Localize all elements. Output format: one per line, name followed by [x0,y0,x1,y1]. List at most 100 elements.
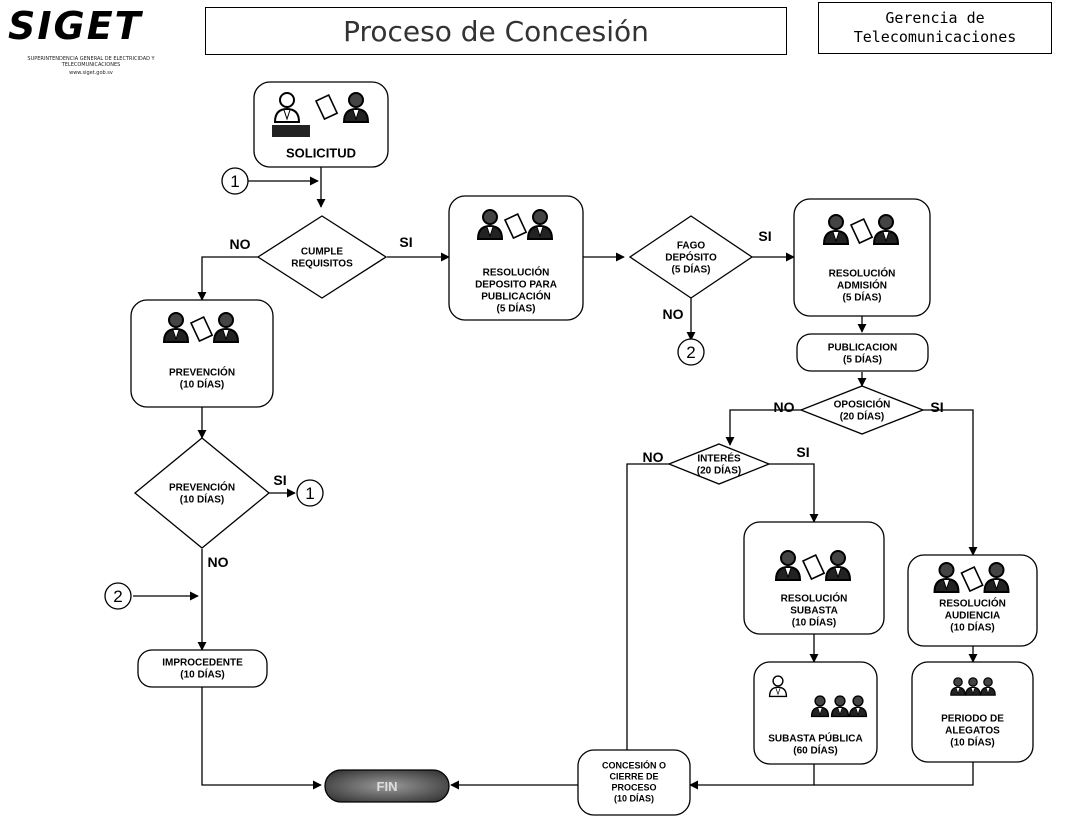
edge-label-si: SI [758,228,771,244]
edge-label-no: NO [663,306,684,322]
document-icon [960,566,984,593]
connector-label: 1 [230,172,239,191]
edge-label-no: NO [230,236,251,252]
node-subasta_publica: SUBASTA PÚBLICA(60 DÍAS) [753,661,878,765]
connector-shape [677,338,705,366]
connector-1: 1 [296,479,324,507]
flow-arrow [197,256,259,301]
logo-url: www.siget.gob.sv [69,70,113,76]
connector-label: 1 [305,484,314,503]
person-icon [526,209,554,240]
person-icon [476,209,504,240]
page-title-text: Proceso de Concesión [343,14,649,48]
person-icon [933,562,960,593]
node-fin: FIN [324,769,450,803]
computer-icon [272,125,310,137]
node-label: SOLICITUD [286,146,356,161]
person-icon [273,92,301,123]
node-shape [793,198,931,317]
decision-label: PREVENCIÓN(10 DÍAS) [169,481,235,506]
edge-label-si: SI [273,472,286,488]
edge-label-si: SI [399,234,412,250]
person-icon [768,675,788,698]
connector-2: 2 [104,582,132,610]
person-icon [342,92,370,123]
edge-label-no: NO [643,449,664,465]
node-shape [911,661,1034,763]
flow-arrow [201,687,322,790]
node-shape [130,299,274,408]
node-label: IMPROCEDENTE(10 DÍAS) [162,658,243,681]
flow-edges: NO SI SI NO NO SI NO SI SI NO [133,164,978,791]
decision-label: INTERÉS(20 DÍAS) [697,452,741,477]
connector-shape [104,582,132,610]
node-prevencion_box: PREVENCIÓN(10 DÍAS) [130,299,274,408]
person-icon [810,695,830,718]
document-icon [503,213,528,240]
document-icon [189,316,214,343]
node-shape [796,333,929,372]
node-label: PREVENCIÓN(10 DÍAS) [169,366,235,391]
person-icon [965,677,981,696]
flow-arrow [923,409,978,556]
node-improcedente: IMPROCEDENTE(10 DÍAS) [137,649,268,688]
person-icon [983,562,1010,593]
person-icon [848,695,868,718]
node-shape [907,554,1038,647]
page-title: Proceso de Concesión [205,7,787,55]
person-icon [980,677,996,696]
siget-logo: SIGET SUPERINTENDENCIA GENERAL DE ELECTR… [6,4,186,94]
people-document-icon [774,550,852,581]
flow-arrow [725,409,826,446]
person-icon [822,214,850,245]
document-icon [849,218,874,245]
department-line-2: Telecomunicaciones [853,28,1017,46]
connector-label: 2 [113,587,122,606]
person-icon [950,677,966,696]
people-document-icon [476,209,554,240]
node-label: PUBLICACION(5 DÍAS) [828,343,897,366]
person-icon [774,550,802,581]
people-document-icon [822,214,900,245]
document-icon [314,94,339,121]
people-document-icon [933,562,1010,593]
terminal-label: FIN [377,779,398,794]
node-solicitud: SOLICITUD [253,81,389,168]
edge-label-si: SI [796,444,809,460]
node-shape [137,649,268,688]
edge-label-si: SI [930,399,943,415]
logo-wordmark: SIGET [8,4,143,48]
logo-subtitle: SUPERINTENDENCIA GENERAL DE ELECTRICIDAD… [27,56,155,68]
edge-label-no: NO [208,554,229,570]
decision-shape [799,385,925,435]
department-line-1: Gerencia de [885,9,985,27]
person-icon [830,695,850,718]
decision-label: OPOSICIÓN(20 DÍAS) [834,398,891,423]
decision-shape [256,215,388,299]
edge-label-no: NO [774,399,795,415]
person-icon [824,550,852,581]
node-shape [577,749,691,816]
person-icon [212,312,240,343]
connector-shape [296,479,324,507]
connector-2: 2 [677,338,705,366]
decision-interes: INTERÉS(20 DÍAS) [667,443,771,485]
connector-label: 2 [686,343,695,362]
node-label: SUBASTA PÚBLICA(60 DÍAS) [768,732,862,757]
flow-arrow [689,764,815,790]
document-icon [801,554,826,581]
